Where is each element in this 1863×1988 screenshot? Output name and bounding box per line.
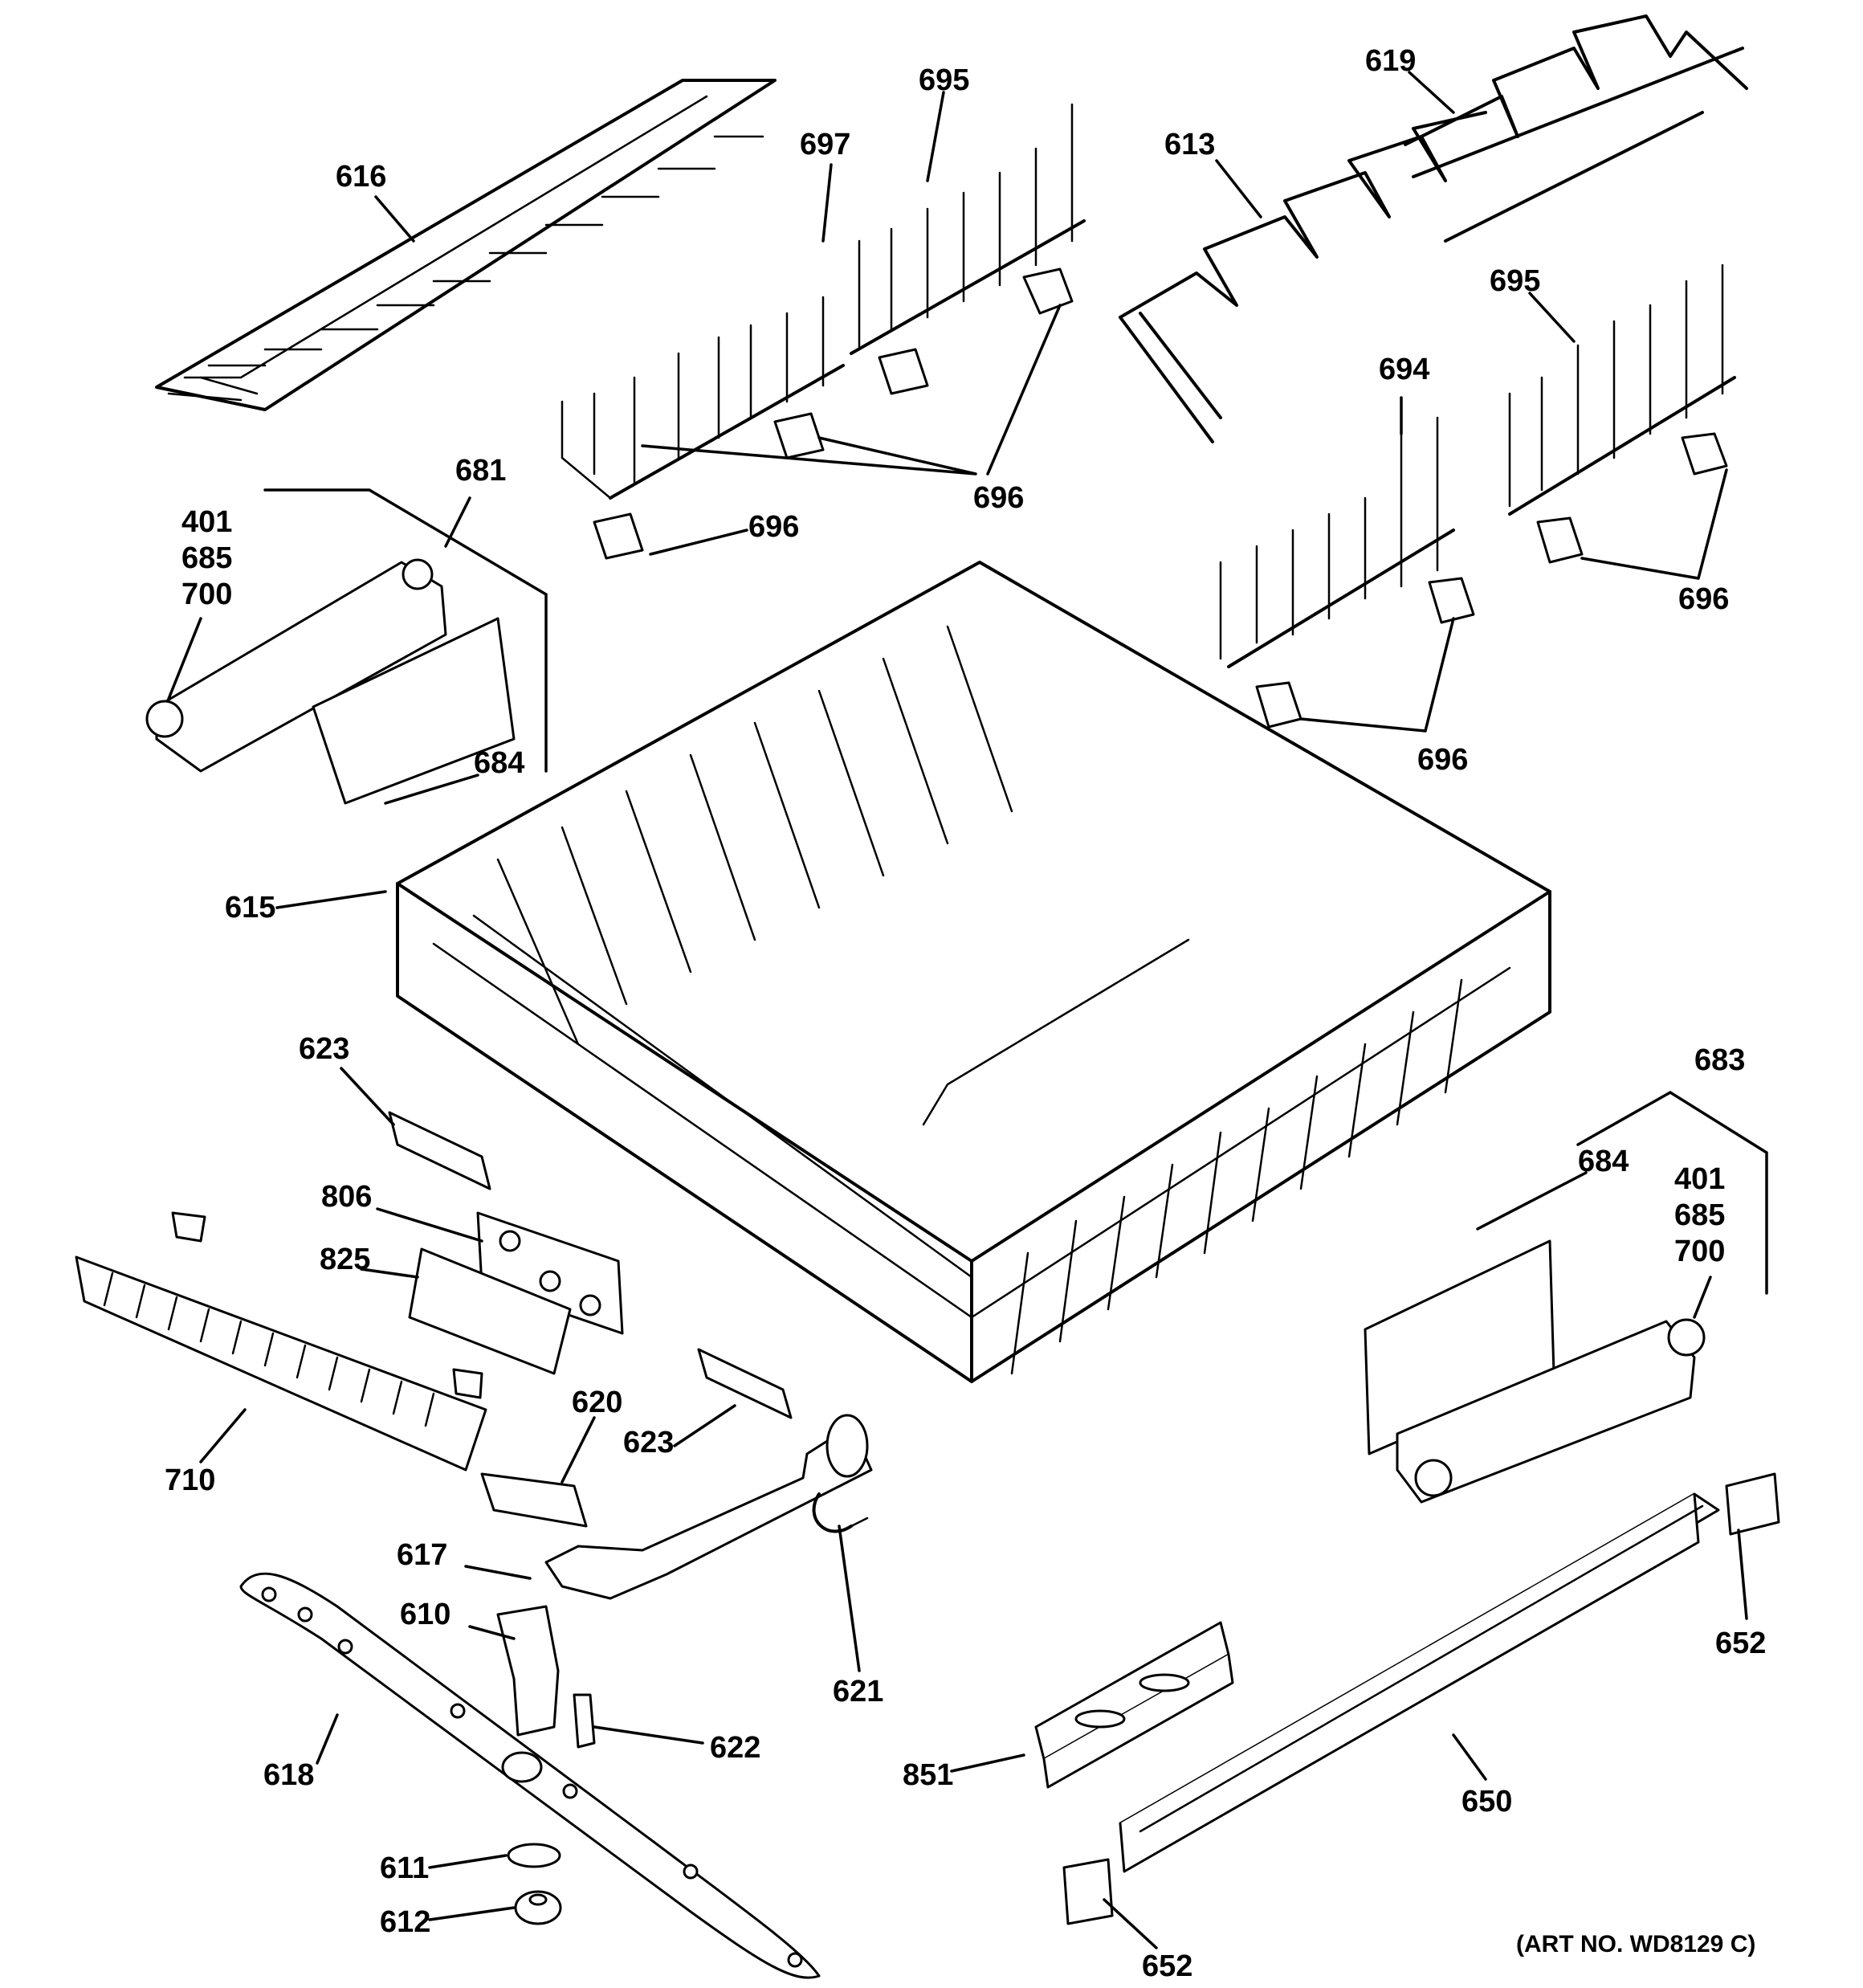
- callout-613: 613: [1164, 128, 1215, 161]
- part-695-tine-row-top: [850, 103, 1086, 355]
- callout-851: 851: [903, 1758, 953, 1792]
- part-652-rail-stop-bottom: [1062, 1858, 1114, 1925]
- callout-694: 694: [1379, 353, 1429, 386]
- callout-652: 652: [1715, 1627, 1766, 1660]
- part-621-tube-clamp: [812, 1492, 869, 1533]
- leader-lines: [167, 71, 1768, 1949]
- callout-697: 697: [800, 128, 850, 161]
- callout-825: 825: [320, 1243, 370, 1276]
- callout-695: 695: [1490, 264, 1540, 298]
- callout-700: 700: [181, 578, 232, 611]
- callout-401: 401: [181, 505, 232, 539]
- callout-labels: 616 697 695 619 613 695 694 681 401 685 …: [165, 44, 1766, 1983]
- part-681-roller-assembly-left: [145, 558, 516, 805]
- part-696-clip-e: [1681, 432, 1728, 476]
- callout-619: 619: [1365, 44, 1416, 78]
- part-696-clip-b: [878, 348, 929, 395]
- part-696-clip-f: [1536, 516, 1584, 564]
- callout-401: 401: [1674, 1162, 1725, 1196]
- callout-806: 806: [321, 1180, 372, 1214]
- part-612-nut: [514, 1890, 562, 1925]
- part-694-tine-row: [1219, 416, 1455, 668]
- callout-681: 681: [455, 454, 506, 488]
- callout-700: 700: [1674, 1235, 1725, 1268]
- part-683-roller-assembly-right: [1364, 1239, 1706, 1504]
- callout-696: 696: [973, 481, 1024, 515]
- callout-616: 616: [336, 160, 386, 194]
- part-697-tine-row: [561, 296, 845, 500]
- part-619-wavy-shelf: [1404, 14, 1748, 243]
- callout-710: 710: [165, 1463, 215, 1497]
- part-623-clip-bottom: [697, 1348, 793, 1419]
- callout-611: 611: [380, 1851, 429, 1885]
- part-696-clip-c: [773, 412, 825, 459]
- part-616-cup-shelf: [155, 79, 777, 411]
- callout-695: 695: [919, 63, 969, 97]
- part-620-small-bracket: [480, 1472, 588, 1528]
- callout-696: 696: [1678, 582, 1729, 616]
- callout-620: 620: [572, 1386, 622, 1419]
- callout-650: 650: [1461, 1785, 1512, 1819]
- callout-696: 696: [1417, 743, 1468, 777]
- part-623-clip-top: [388, 1111, 491, 1190]
- callout-683: 683: [1694, 1043, 1745, 1077]
- part-615-upper-rack: [396, 561, 1551, 1383]
- part-710-utensil-basket: [75, 1211, 487, 1472]
- callout-685: 685: [181, 541, 232, 575]
- part-806-handle-base: [476, 1211, 624, 1335]
- callout-623: 623: [623, 1426, 674, 1459]
- callout-617: 617: [397, 1538, 447, 1572]
- part-696-clip-h: [1255, 681, 1302, 729]
- part-617-feed-tube: [544, 1414, 873, 1600]
- callout-684: 684: [1578, 1145, 1629, 1178]
- part-622-screw: [573, 1693, 596, 1749]
- callout-622: 622: [710, 1731, 760, 1765]
- part-696-clip-d: [593, 512, 644, 560]
- part-650-rail: [1119, 1492, 1720, 1873]
- art-number: (ART NO. WD8129 C): [1516, 1931, 1755, 1957]
- part-851-rail-slide: [1034, 1621, 1234, 1789]
- callout-696: 696: [748, 510, 799, 544]
- part-610-spray-arm-mount: [496, 1605, 560, 1737]
- callout-621: 621: [833, 1675, 883, 1708]
- part-695-tine-row-right: [1508, 263, 1736, 516]
- callout-610: 610: [400, 1598, 450, 1631]
- part-825-handle-cover: [408, 1247, 572, 1375]
- callout-684: 684: [474, 746, 524, 780]
- callout-652: 652: [1142, 1949, 1192, 1983]
- callout-685: 685: [1674, 1198, 1725, 1232]
- part-696-clip-a: [1022, 267, 1074, 315]
- callout-615: 615: [225, 891, 275, 925]
- part-696-clip-g: [1428, 577, 1475, 624]
- part-611-washer: [507, 1843, 561, 1868]
- callout-618: 618: [263, 1758, 314, 1792]
- part-613-wavy-shelf: [1119, 111, 1487, 443]
- part-652-rail-stop-right: [1725, 1472, 1780, 1536]
- part-618-spray-arm: [239, 1572, 821, 1979]
- callout-612: 612: [380, 1905, 430, 1939]
- callout-623: 623: [299, 1032, 349, 1066]
